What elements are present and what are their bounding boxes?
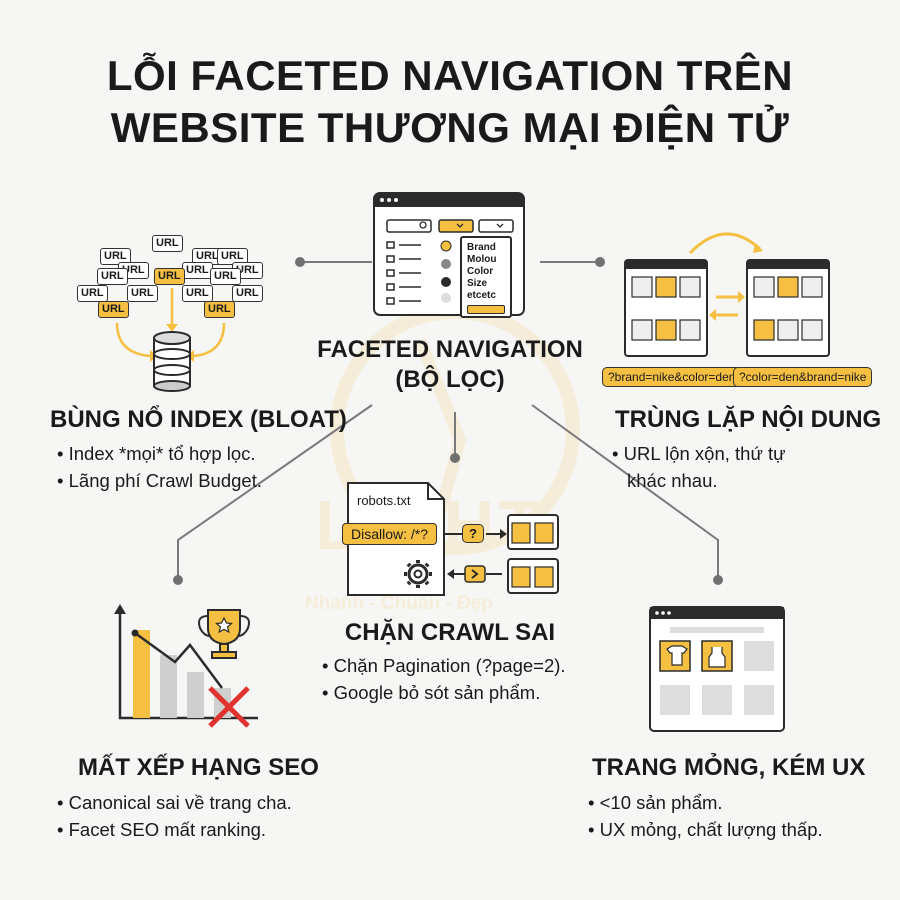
url-chip: URL	[97, 268, 128, 285]
page-title: LỖI FACETED NAVIGATION TRÊN WEBSITE THƯƠ…	[0, 50, 900, 154]
duplicate-illustration	[624, 232, 830, 357]
browser-window-icon	[373, 192, 525, 316]
browser-window-icon	[624, 259, 708, 357]
filter-dropdown-menu: Brand Molou Color Size etcetc	[460, 236, 512, 318]
robots-file-name: robots.txt	[357, 493, 411, 508]
url-chip: URL	[152, 235, 183, 252]
bloat-illustration: URL URL URL URL URL URL URL URL URL URL …	[72, 228, 272, 398]
filter-item-color: Color	[467, 266, 494, 277]
crawl-illustration: robots.txt Disallow: /*? ?	[340, 475, 570, 605]
thin-bullet: <10 sản phẩm.	[588, 789, 823, 816]
center-title-line1: FACETED NAVIGATION	[317, 336, 583, 363]
url-chip-highlight: URL	[98, 301, 129, 318]
url-chip: URL	[77, 285, 108, 302]
filter-item-size: Size	[467, 278, 488, 289]
seo-bullet: Canonical sai về trang cha.	[57, 789, 292, 816]
filter-browser: Brand Molou Color Size etcetc	[373, 192, 525, 318]
url-chip-highlight: URL	[154, 268, 185, 285]
duplicate-title: TRÙNG LẶP NỘI DUNG	[615, 406, 882, 433]
crawl-bullet: Google bỏ sót sản phẩm.	[322, 679, 566, 706]
ranking-drop-illustration	[114, 604, 258, 728]
browser-window-icon	[649, 606, 785, 732]
crawl-title: CHẶN CRAWL SAI	[344, 619, 556, 646]
seo-bullet: Facet SEO mất ranking.	[57, 816, 292, 843]
url-chip-highlight: URL	[204, 301, 235, 318]
url-chip: URL	[182, 262, 213, 279]
question-badge: ?	[462, 524, 484, 543]
duplicate-bullet: URL lộn xộn, thứ tự	[612, 440, 786, 467]
bloat-bullet: Lãng phí Crawl Budget.	[57, 467, 262, 494]
filter-item-etc: etcetc	[467, 290, 496, 301]
url-chip: URL	[210, 268, 241, 285]
gear-icon	[404, 560, 432, 588]
duplicate-bullets: URL lộn xộn, thứ tự khác nhau.	[612, 440, 786, 494]
filter-item-molou: Molou	[467, 254, 497, 265]
bloat-title: BÙNG NỔ INDEX (BLOAT)	[50, 406, 347, 433]
crawl-bullet: Chặn Pagination (?page=2).	[322, 652, 566, 679]
browser-window-icon	[746, 259, 830, 357]
duplicate-bullet-cont-text: khác nhau.	[627, 470, 718, 491]
center-title-line2: (BỘ LỌC)	[395, 366, 505, 393]
trophy-icon	[198, 609, 250, 659]
filter-item-brand: Brand	[467, 242, 496, 253]
filter-apply-bar	[467, 305, 505, 314]
url-chip: URL	[232, 285, 263, 302]
page-title-line2: WEBSITE THƯƠNG MẠI ĐIỆN TỬ	[110, 104, 790, 151]
url-chip: URL	[100, 248, 131, 265]
disallow-rule: Disallow: /*?	[342, 523, 438, 545]
bloat-bullet: Index *mọi* tổ hợp lọc.	[57, 440, 262, 467]
seo-title: MẤT XẾP HẠNG SEO	[78, 754, 319, 781]
thin-bullet: UX mỏng, chất lượng thấp.	[588, 816, 823, 843]
url-chip: URL	[182, 285, 213, 302]
close-icon	[208, 686, 250, 728]
thin-bullets: <10 sản phẩm. UX mỏng, chất lượng thấp.	[588, 789, 823, 843]
database-icon	[115, 288, 226, 392]
bloat-bullets: Index *mọi* tổ hợp lọc. Lãng phí Crawl B…	[57, 440, 262, 494]
thin-page-illustration	[649, 606, 785, 732]
duplicate-bullet-cont: khác nhau.	[612, 467, 786, 494]
center-title: FACETED NAVIGATION (BỘ LỌC)	[0, 335, 900, 395]
page-title-line1: LỖI FACETED NAVIGATION TRÊN	[106, 52, 794, 99]
duplicate-url-tag-2: ?color=den&brand=nike	[733, 367, 873, 387]
url-chip: URL	[127, 285, 158, 302]
seo-bullets: Canonical sai về trang cha. Facet SEO mấ…	[57, 789, 292, 843]
thin-title: TRANG MỎNG, KÉM UX	[592, 754, 866, 781]
crawl-bullets: Chặn Pagination (?page=2). Google bỏ sót…	[322, 652, 566, 706]
duplicate-url-tag-1: ?brand=nike&color=den	[602, 367, 742, 387]
